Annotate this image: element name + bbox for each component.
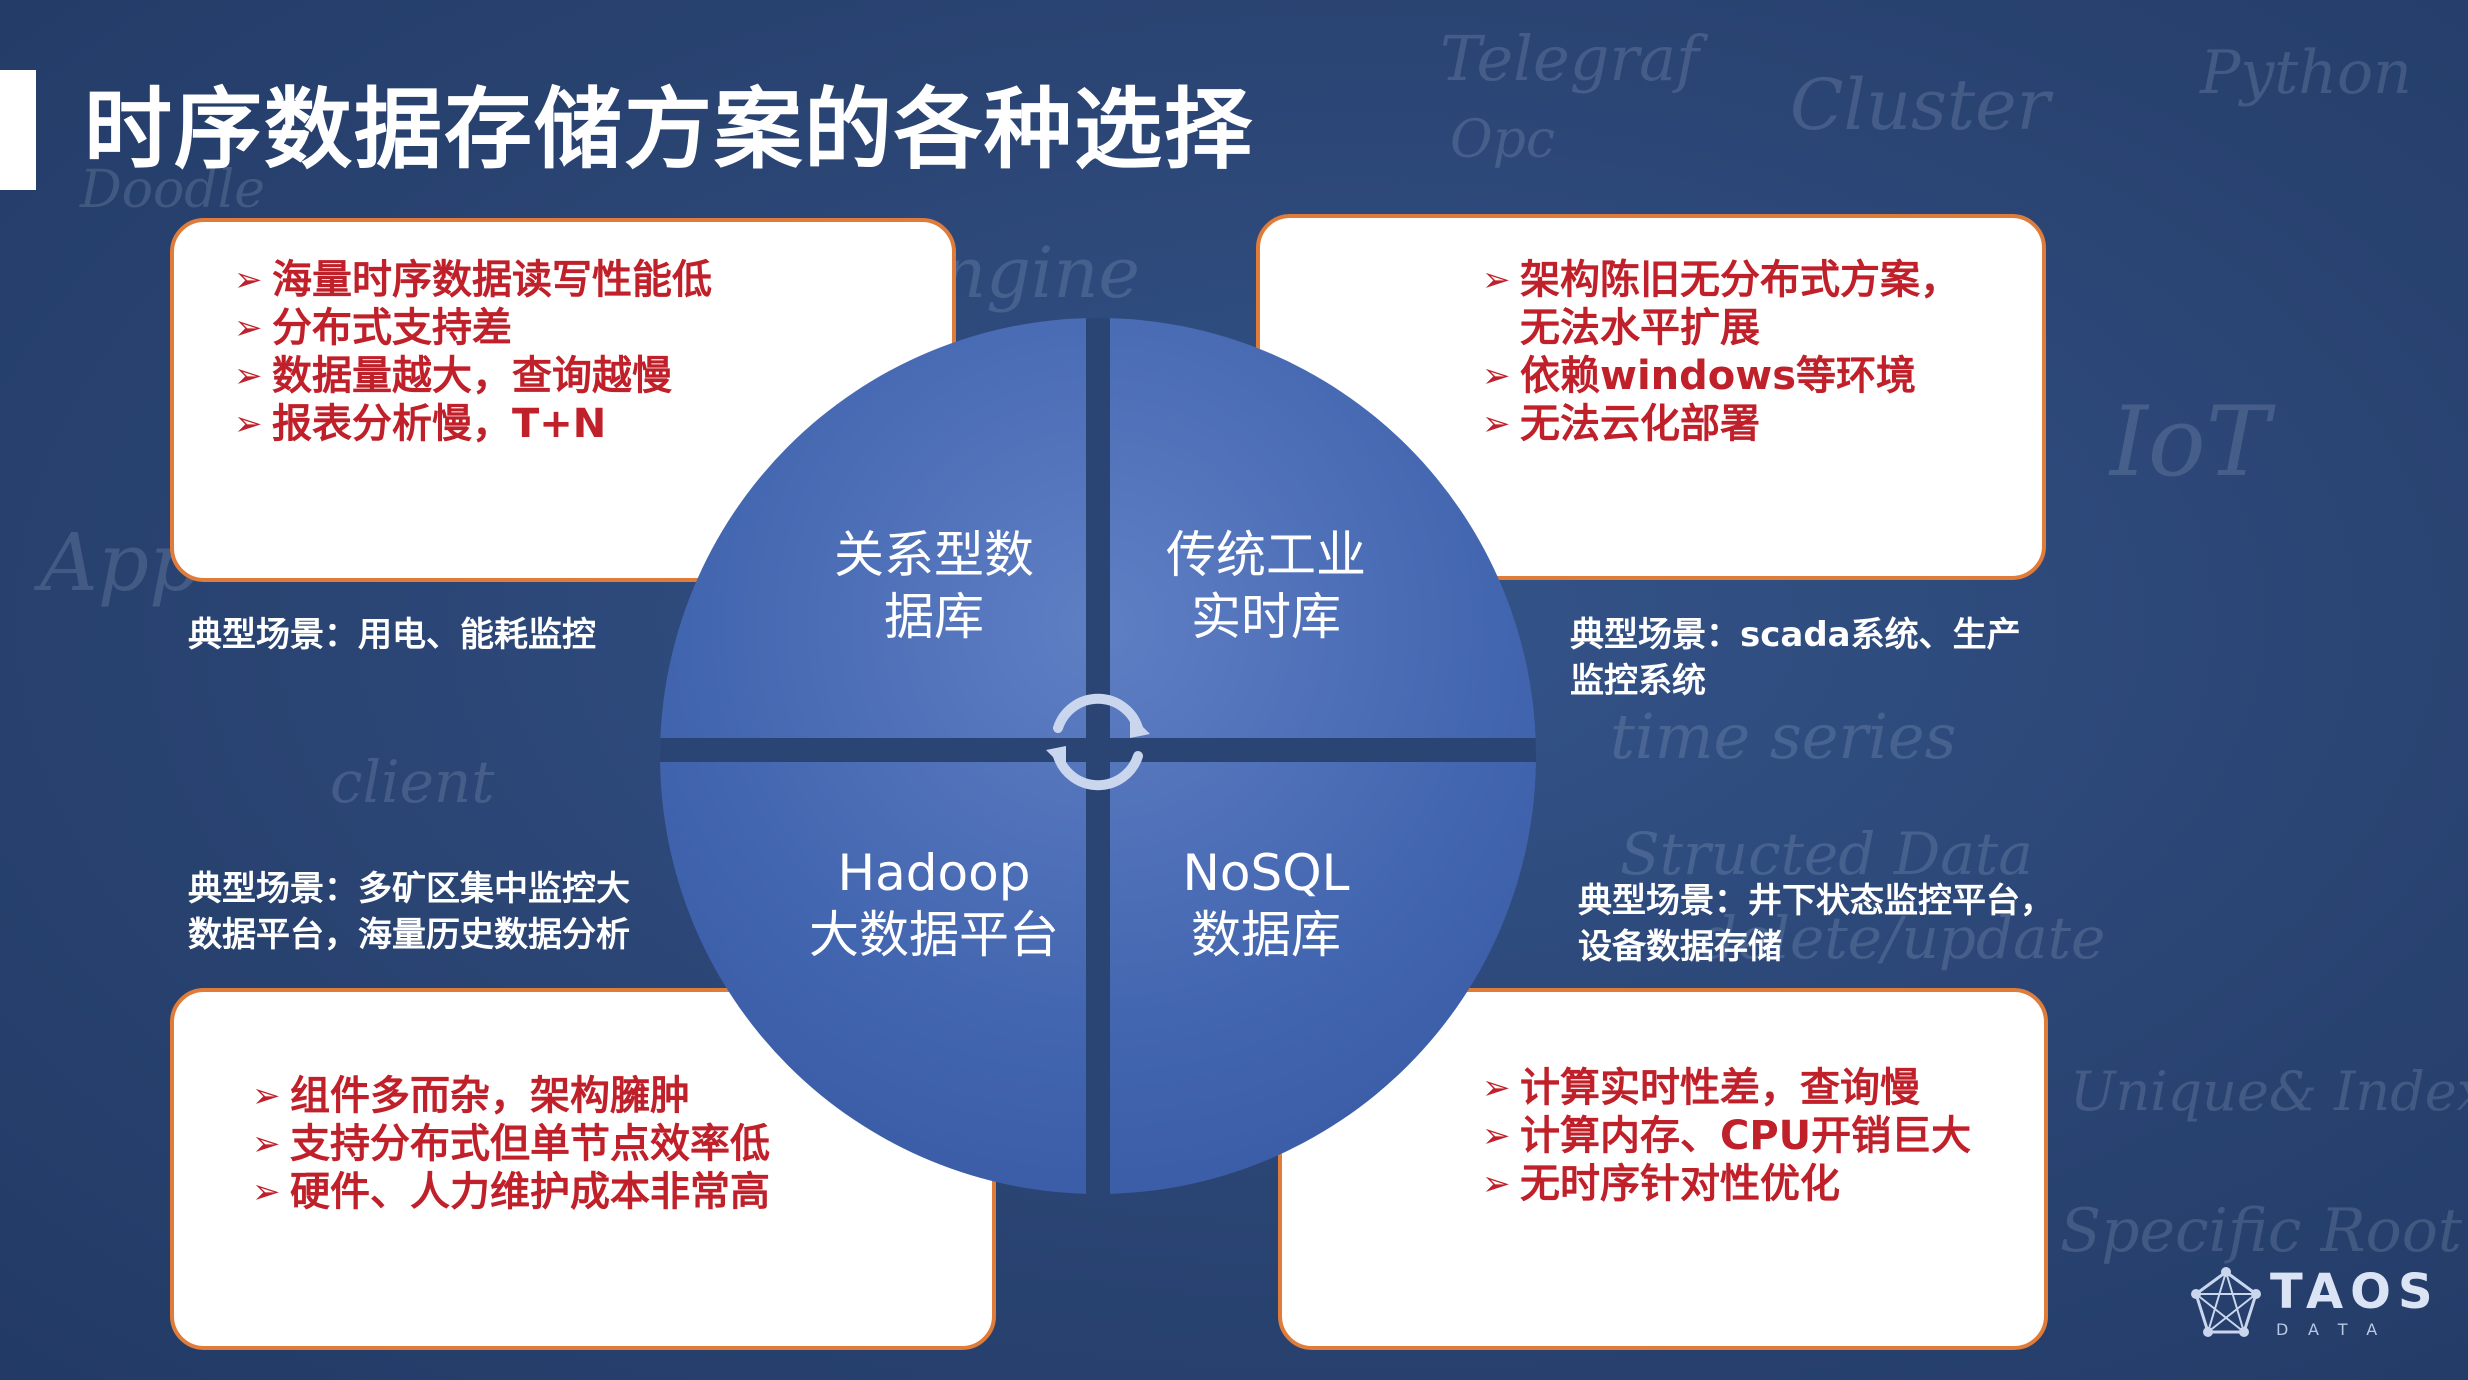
quadrant-label-hadoop: Hadoop 大数据平台 <box>809 844 1059 964</box>
bullet-icon: ➢ <box>1482 260 1511 300</box>
logo-name: TAOS <box>2270 1264 2440 1320</box>
bullet-icon: ➢ <box>1482 1068 1511 1108</box>
refresh-cycle-icon <box>1046 693 1150 791</box>
quadrant-label-relational-db: 关系型数 据库 <box>834 526 1034 646</box>
logo-subtitle: DATA <box>2276 1320 2398 1339</box>
list-item: ➢支持分布式但单节点效率低 <box>252 1121 770 1167</box>
doodle-specific-root: Specific Root <box>2060 1196 2463 1266</box>
list-item: ➢数据量越大，查询越慢 <box>234 353 672 399</box>
points-industrial-rtdb: ➢架构陈旧无分布式方案， 无法水平扩展 ➢依赖windows等环境 ➢无法云化部… <box>1482 256 1960 448</box>
doodle-python: Python <box>2200 38 2412 108</box>
slide-title: 时序数据存储方案的各种选择 <box>84 78 1255 181</box>
bullet-icon: ➢ <box>234 308 263 348</box>
scenario-nosql: 典型场景：井下状态监控平台， 设备数据存储 <box>1578 881 2054 967</box>
taos-logo: TAOS DATA <box>2186 1264 2436 1344</box>
doodle-structed-data: Structed Data <box>1620 820 2033 888</box>
doodle-cluster: Cluster <box>1790 64 2050 146</box>
box-nosql: ➢计算实时性差，查询慢 ➢计算内存、CPU开销巨大 ➢无时序针对性优化 <box>1278 988 2048 1350</box>
scenario-industrial-rtdb: 典型场景：scada系统、生产 监控系统 <box>1570 615 2021 701</box>
list-item: ➢计算内存、CPU开销巨大 <box>1482 1113 1972 1159</box>
bullet-icon: ➢ <box>1482 1116 1511 1156</box>
doodle-client: client <box>330 748 495 816</box>
list-item: ➢架构陈旧无分布式方案， 无法水平扩展 <box>1482 257 1960 351</box>
bullet-icon: ➢ <box>252 1172 281 1212</box>
list-item: ➢报表分析慢，T+N <box>234 401 607 447</box>
doodle-time-series: time series <box>1610 700 1957 773</box>
quadrant-circle: 关系型数 据库 传统工业 实时库 Hadoop 大数据平台 NoSQL 数据库 <box>660 318 1536 1194</box>
points-relational-db: ➢海量时序数据读写性能低 ➢分布式支持差 ➢数据量越大，查询越慢 ➢报表分析慢，… <box>234 256 712 448</box>
doodle-opc: Opc <box>1450 110 1556 170</box>
bullet-icon: ➢ <box>234 356 263 396</box>
bullet-icon: ➢ <box>1482 404 1511 444</box>
bullet-icon: ➢ <box>234 404 263 444</box>
quadrant-divider-horizontal <box>660 738 1536 762</box>
bullet-icon: ➢ <box>1482 1164 1511 1204</box>
taos-network-logo-icon <box>2191 1267 2261 1337</box>
doodle-doodle: Doodle <box>80 160 265 220</box>
list-item: ➢硬件、人力维护成本非常高 <box>252 1169 770 1215</box>
points-hadoop: ➢组件多而杂，架构臃肿 ➢支持分布式但单节点效率低 ➢硬件、人力维护成本非常高 <box>252 1072 770 1216</box>
title-accent-bar <box>0 70 36 190</box>
list-item: ➢无时序针对性优化 <box>1482 1161 1840 1207</box>
list-item: ➢组件多而杂，架构臃肿 <box>252 1073 690 1119</box>
doodle-unique-index: Unique& Index <box>2070 1060 2468 1123</box>
bullet-icon: ➢ <box>252 1076 281 1116</box>
bullet-icon: ➢ <box>1482 356 1511 396</box>
box-relational-db: ➢海量时序数据读写性能低 ➢分布式支持差 ➢数据量越大，查询越慢 ➢报表分析慢，… <box>170 218 956 582</box>
doodle-telegraf: Telegraf <box>1440 22 1699 95</box>
doodle-iot: IoT <box>2110 386 2270 498</box>
bullet-icon: ➢ <box>234 260 263 300</box>
list-item: ➢海量时序数据读写性能低 <box>234 257 712 303</box>
list-item: ➢计算实时性差，查询慢 <box>1482 1065 1920 1111</box>
bullet-icon: ➢ <box>252 1124 281 1164</box>
doodle-delete-update: delete/update <box>1700 904 2106 972</box>
quadrant-label-nosql: NoSQL 数据库 <box>1182 844 1350 964</box>
scenario-relational-db: 典型场景：用电、能耗监控 <box>188 615 596 655</box>
points-nosql: ➢计算实时性差，查询慢 ➢计算内存、CPU开销巨大 ➢无时序针对性优化 <box>1482 1064 1971 1208</box>
list-item: ➢依赖windows等环境 <box>1482 353 1917 399</box>
list-item: ➢分布式支持差 <box>234 305 512 351</box>
scenario-hadoop: 典型场景：多矿区集中监控大 数据平台，海量历史数据分析 <box>188 869 630 955</box>
quadrant-label-industrial-rtdb: 传统工业 实时库 <box>1166 526 1366 646</box>
list-item: ➢无法云化部署 <box>1482 401 1760 447</box>
